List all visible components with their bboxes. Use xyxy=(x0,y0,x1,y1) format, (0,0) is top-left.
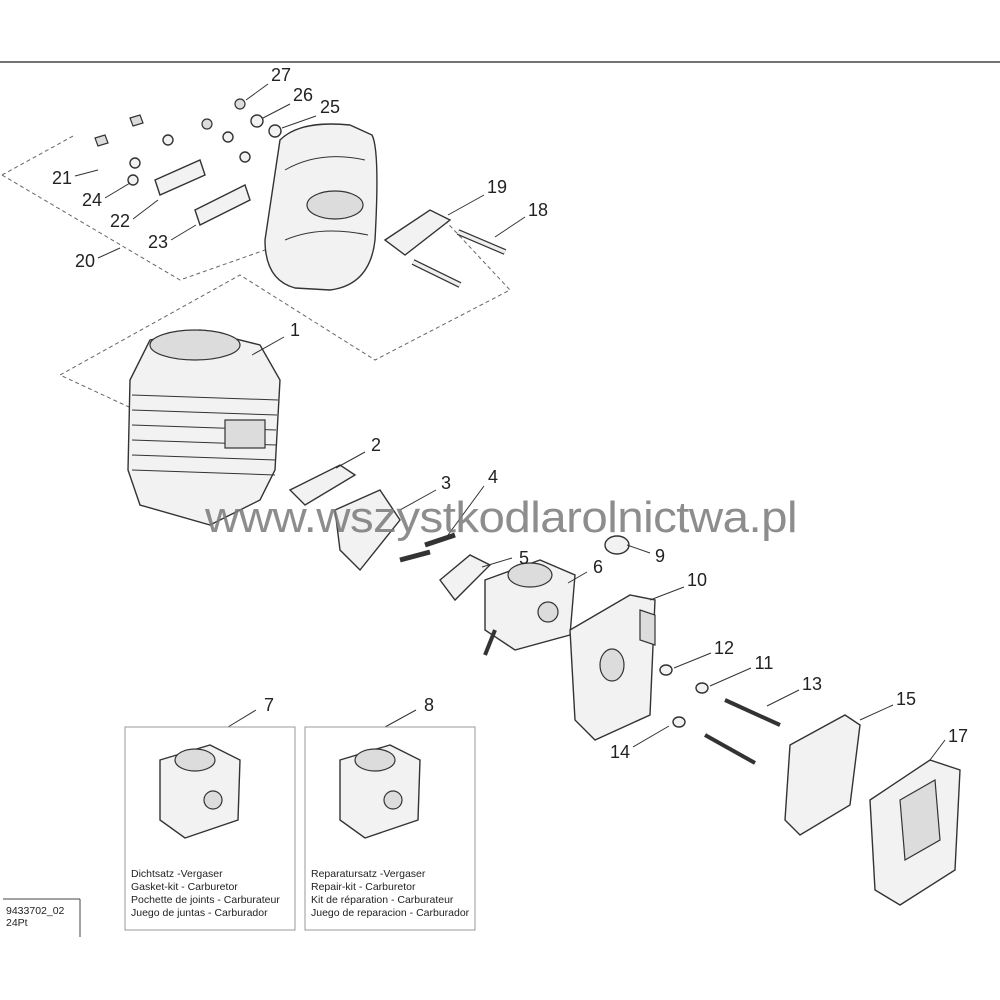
washer-part xyxy=(659,664,673,676)
drawing-revision: 24Pt xyxy=(6,917,28,929)
washers-and-screws xyxy=(94,98,282,226)
kit-caption-line: Repair-kit - Carburetor xyxy=(311,881,416,893)
callout-20: 20 xyxy=(75,251,95,271)
callout-18: 18 xyxy=(528,200,548,220)
callout-1: 1 xyxy=(290,320,300,340)
callout-4: 4 xyxy=(488,467,498,487)
callout-3: 3 xyxy=(441,473,451,493)
callout-9: 9 xyxy=(655,546,665,566)
leader-lines xyxy=(74,83,946,761)
kit-caption-line: Pochette de joints - Carburateur xyxy=(131,894,280,906)
callout-17: 17 xyxy=(948,726,968,746)
callout-21: 21 xyxy=(52,168,72,188)
gasket-part xyxy=(383,209,452,256)
gasket-part xyxy=(439,554,492,602)
callout-22: 22 xyxy=(110,211,130,231)
kit-caption-line: Juego de reparacion - Carburador xyxy=(311,907,470,919)
cylinder-part xyxy=(127,329,281,526)
callout-5: 5 xyxy=(519,548,529,568)
callout-25: 25 xyxy=(320,97,340,117)
repair-kit-box: Reparatursatz -Vergaser Repair-kit - Car… xyxy=(304,726,476,931)
callout-24: 24 xyxy=(82,190,102,210)
filter-cover-part xyxy=(869,759,961,906)
drawing-code: 9433702_02 24Pt xyxy=(3,898,81,937)
assembly-outline xyxy=(1,174,266,281)
gasket-part xyxy=(288,464,357,506)
callout-26: 26 xyxy=(293,85,313,105)
kit-caption-line: Gasket-kit - Carburetor xyxy=(131,881,238,893)
filter-base-part xyxy=(569,594,656,741)
callout-23: 23 xyxy=(148,232,168,252)
callout-6: 6 xyxy=(593,557,603,577)
callout-12: 12 xyxy=(714,638,734,658)
watermark: www.wszystkodlarolnictwa.pl xyxy=(204,493,797,542)
kit-caption-line: Juego de juntas - Carburador xyxy=(131,907,268,919)
muffler-part xyxy=(264,123,378,291)
assembly-outline xyxy=(58,214,511,441)
intake-flange-part xyxy=(334,489,401,572)
gasket-kit-box: Dichtsatz -Vergaser Gasket-kit - Carbure… xyxy=(124,726,296,931)
kit-caption-line: Dichtsatz -Vergaser xyxy=(131,868,223,880)
callout-8: 8 xyxy=(424,695,434,715)
drawing-number: 9433702_02 xyxy=(6,905,65,917)
callout-19: 19 xyxy=(487,177,507,197)
air-filter-part xyxy=(784,714,861,836)
screw-part xyxy=(704,698,781,765)
callout-13: 13 xyxy=(802,674,822,694)
carburetor-part xyxy=(483,559,576,656)
callout-10: 10 xyxy=(687,570,707,590)
callout-27: 27 xyxy=(271,65,291,85)
screw-part xyxy=(399,532,456,563)
kit-caption-line: Reparatursatz -Vergaser xyxy=(311,868,426,880)
bolt-part xyxy=(411,229,507,288)
kit-caption-line: Kit de réparation - Carburateur xyxy=(311,894,454,906)
ring-part xyxy=(604,535,630,555)
callout-14: 14 xyxy=(610,742,630,762)
washer-part xyxy=(695,682,709,694)
callout-7: 7 xyxy=(264,695,274,715)
washer-part xyxy=(672,716,686,728)
callout-15: 15 xyxy=(896,689,916,709)
callout-11: 11 xyxy=(755,653,774,673)
callout-2: 2 xyxy=(371,435,381,455)
